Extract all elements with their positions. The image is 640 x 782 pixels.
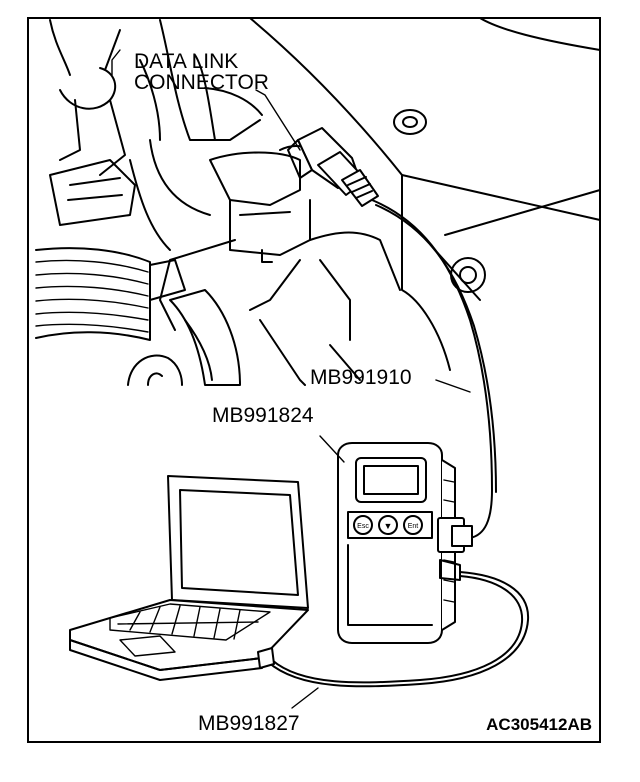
label-data-link-line1: DATA LINK (134, 50, 238, 73)
esc-button (353, 515, 373, 535)
label-mb991827: MB991827 (198, 712, 300, 735)
down-button (378, 515, 398, 535)
label-data-link-line2: CONNECTOR (134, 71, 269, 94)
enter-button-symbol: Ent (408, 523, 419, 530)
data-link-connector (287, 127, 379, 207)
leader-data-link-connector (255, 89, 301, 151)
label-mb991824: MB991824 (212, 404, 314, 427)
leader-mb991827 (291, 687, 319, 709)
enter-button (403, 515, 423, 535)
figure-frame (27, 17, 601, 743)
tester-mb991824: Esc ▼ Ent (337, 442, 473, 644)
vehicle-interior-drawing (35, 17, 601, 386)
esc-button-symbol: Esc (357, 523, 369, 530)
laptop (69, 475, 309, 681)
label-mb991910: MB991910 (310, 366, 412, 389)
figure-reference: AC305412AB (486, 715, 592, 734)
down-button-symbol: ▼ (384, 521, 393, 531)
leader-mb991910 (435, 379, 471, 393)
cable-mb991827 (267, 571, 530, 688)
leader-mb991824 (319, 435, 345, 463)
